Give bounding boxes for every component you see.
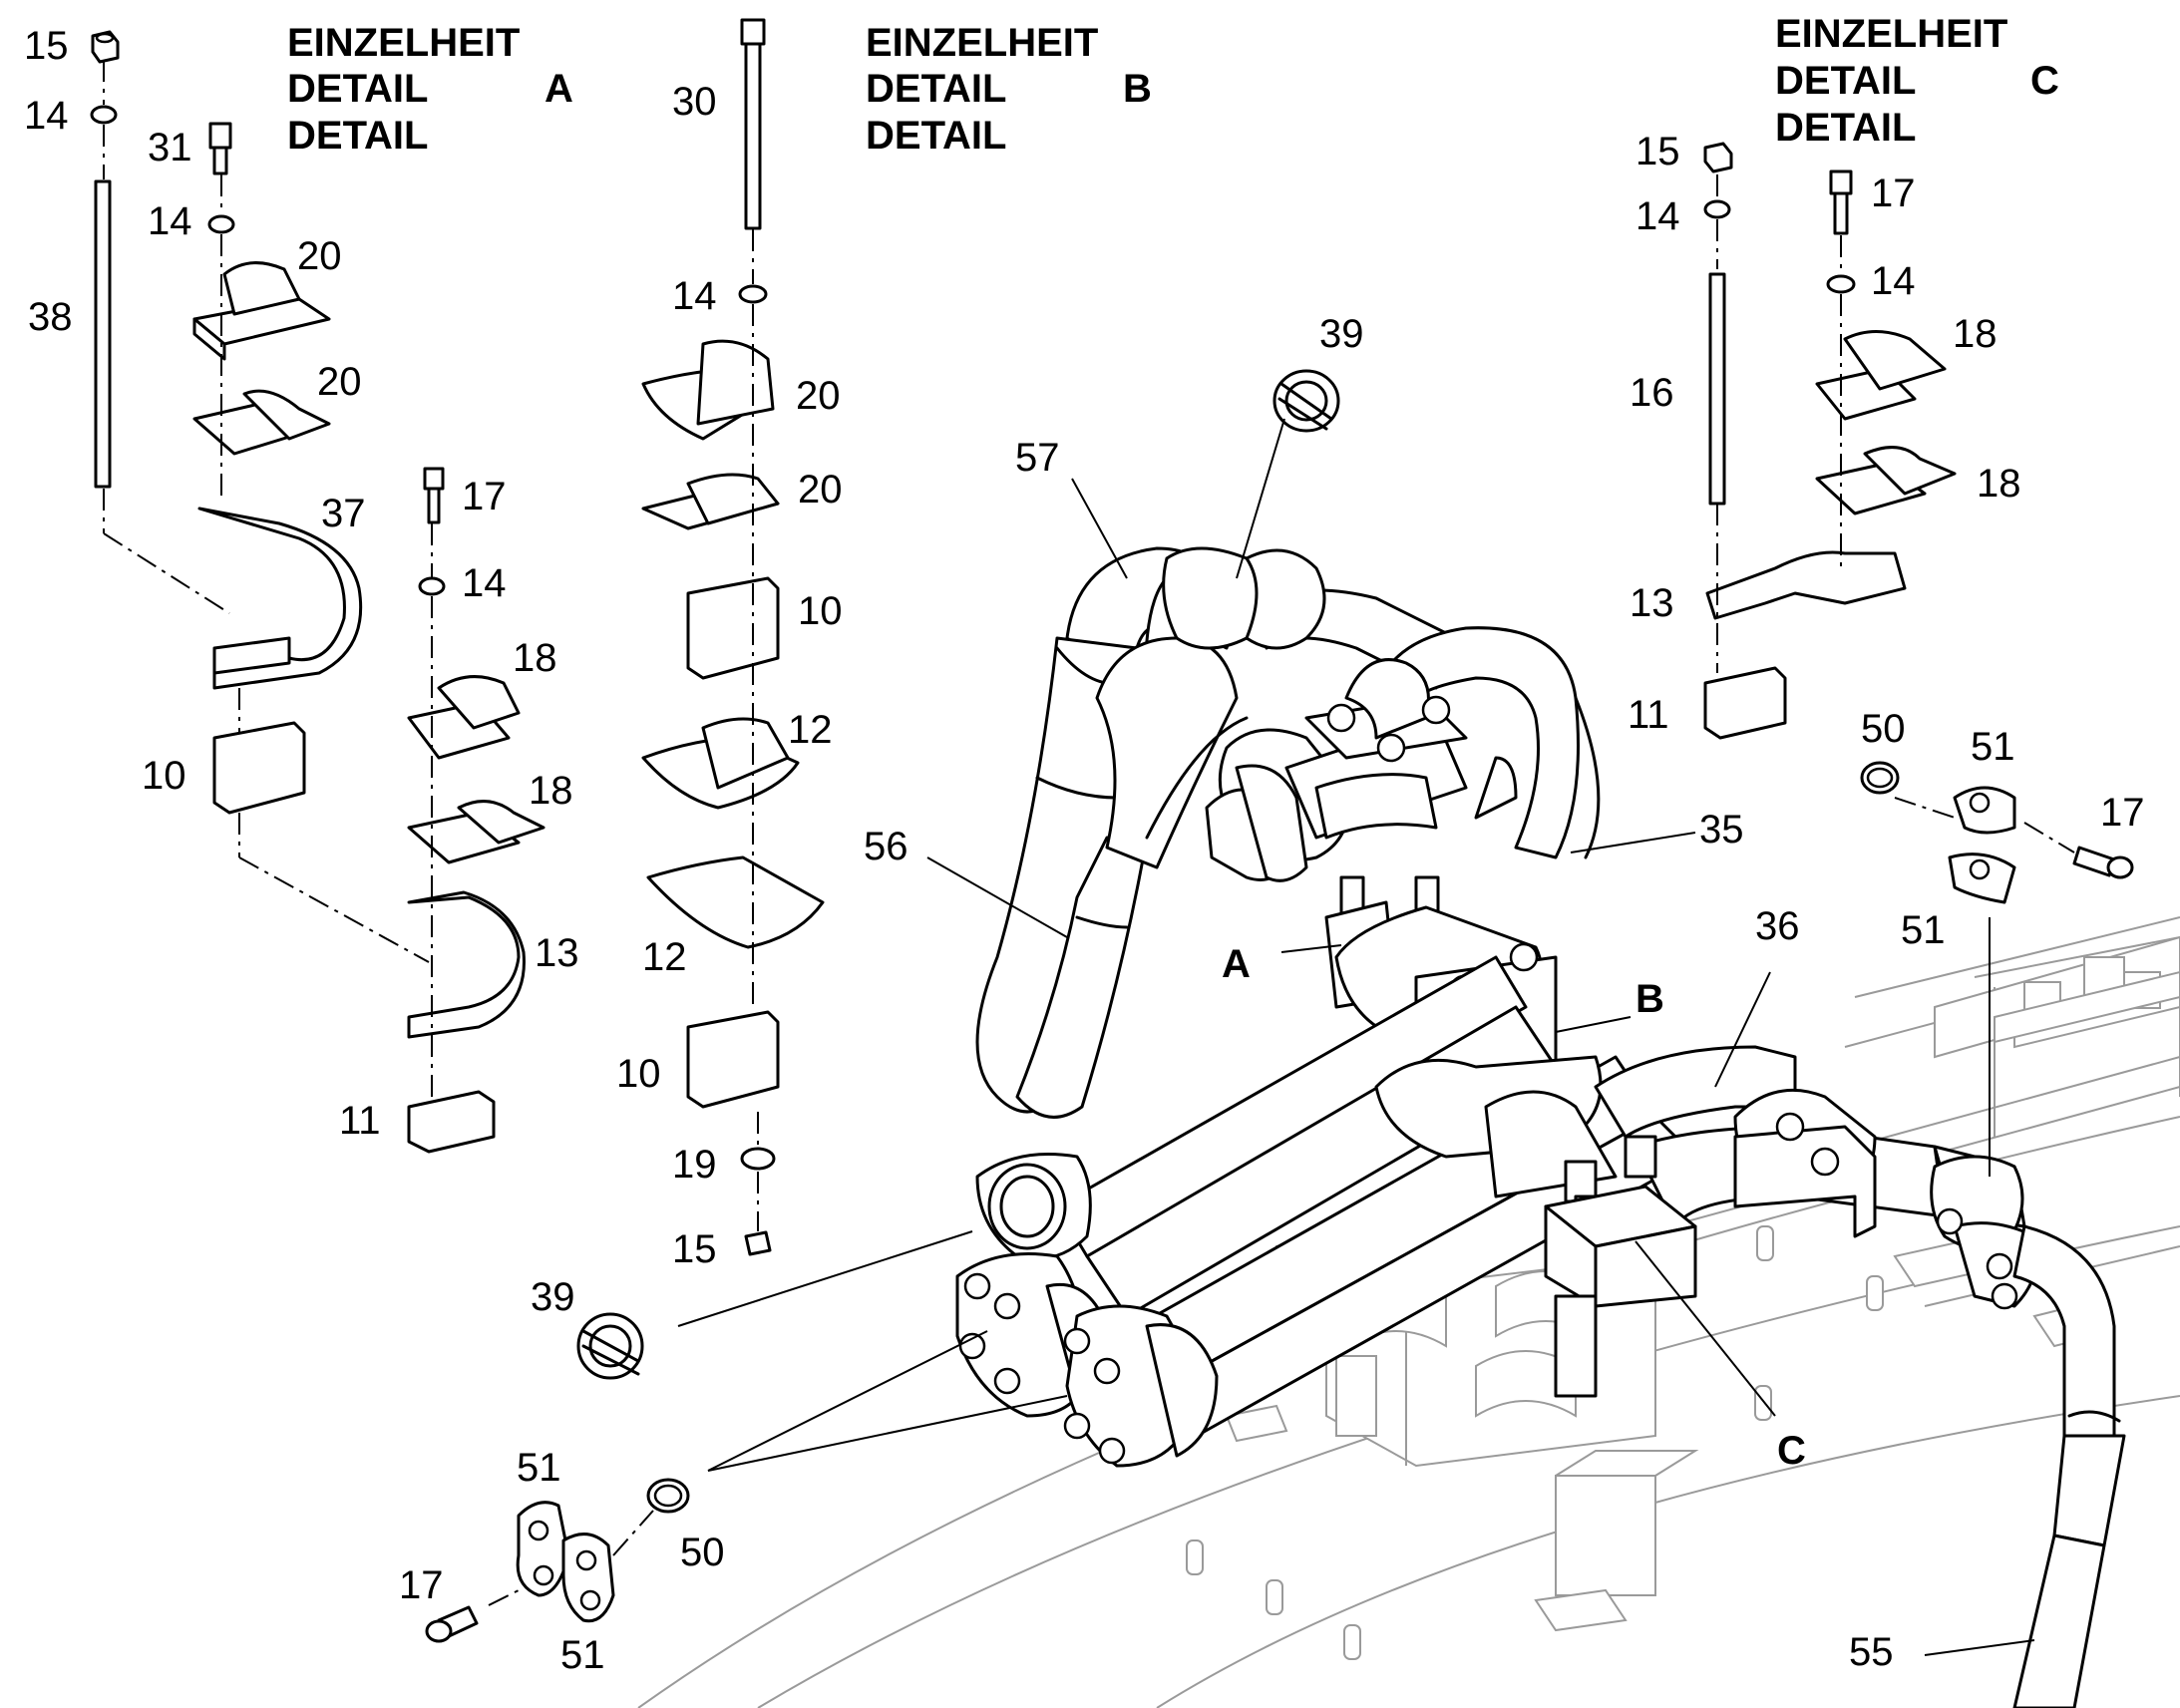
callout-51: 51 <box>517 1446 561 1490</box>
split-flange-left <box>425 1478 690 1643</box>
nut-39-left <box>576 1312 644 1380</box>
callout-12: 12 <box>788 708 833 752</box>
callout-15: 15 <box>1635 130 1680 173</box>
callout-17: 17 <box>399 1563 444 1607</box>
callout-30: 30 <box>672 80 717 124</box>
callout-57: 57 <box>1015 436 1060 480</box>
detail-c-parts <box>488 142 2075 1606</box>
callout-17: 17 <box>462 475 507 518</box>
detail-a-letter: A <box>545 67 573 111</box>
location-letter-b: B <box>1635 977 1664 1021</box>
detail-a-line2: DETAIL <box>287 67 428 111</box>
split-flange-right <box>1860 761 2134 904</box>
callout-20: 20 <box>798 468 843 512</box>
location-letter-c: C <box>1777 1429 1806 1473</box>
callout-38: 38 <box>28 295 73 339</box>
callout-11: 11 <box>1628 693 1669 737</box>
location-letter-a: A <box>1222 942 1251 986</box>
callout-56: 56 <box>864 825 908 868</box>
callout-18: 18 <box>529 769 573 813</box>
callout-15: 15 <box>672 1227 717 1271</box>
callout-36: 36 <box>1755 904 1800 948</box>
callout-39: 39 <box>1319 312 1364 356</box>
left-flange-assembly <box>955 1153 1219 1468</box>
callout-18: 18 <box>513 636 557 680</box>
callout-55: 55 <box>1849 1630 1894 1674</box>
callout-13: 13 <box>535 931 579 975</box>
detail-a-heading: EINZELHEIT DETAIL DETAIL A <box>287 21 573 158</box>
callout-14: 14 <box>1871 259 1916 303</box>
callout-17: 17 <box>2100 791 2145 835</box>
detail-location-letters: A B C <box>1222 942 1806 1473</box>
callout-18: 18 <box>1977 462 2021 506</box>
detail-b-letter: B <box>1123 67 1152 111</box>
callout-15: 15 <box>24 24 69 68</box>
callout-51: 51 <box>1901 908 1946 952</box>
detail-b-line2: DETAIL <box>866 67 1006 111</box>
callout-19: 19 <box>672 1143 717 1187</box>
callout-20: 20 <box>297 234 342 278</box>
leader-lines <box>677 418 2035 1656</box>
callout-18: 18 <box>1953 312 1998 356</box>
detail-c-heading: EINZELHEIT DETAIL DETAIL C <box>1775 12 2059 150</box>
detail-c-line3: DETAIL <box>1775 106 1916 150</box>
detail-a-parts <box>90 30 545 1154</box>
callout-10: 10 <box>616 1052 661 1096</box>
callout-20: 20 <box>317 360 362 404</box>
callout-14: 14 <box>24 94 69 138</box>
callout-35: 35 <box>1699 808 1744 852</box>
hose-assembly <box>975 546 2126 1708</box>
detail-b-line1: EINZELHEIT <box>866 21 1098 65</box>
detail-c-line2: DETAIL <box>1775 59 1916 103</box>
callout-14: 14 <box>462 561 507 605</box>
callout-31: 31 <box>148 126 192 170</box>
nut-39-top <box>1272 369 1340 433</box>
callout-11: 11 <box>339 1099 381 1143</box>
callout-14: 14 <box>672 274 717 318</box>
callout-numbers: 15 14 38 31 14 20 20 37 10 17 14 18 18 1… <box>24 24 2145 1677</box>
callout-14: 14 <box>148 199 192 243</box>
callout-17: 17 <box>1871 171 1916 215</box>
callout-51: 51 <box>1971 725 2015 769</box>
callout-12: 12 <box>642 935 687 979</box>
detail-c-line1: EINZELHEIT <box>1775 12 2007 56</box>
callout-50: 50 <box>1861 707 1906 751</box>
detail-a-line1: EINZELHEIT <box>287 21 520 65</box>
callout-39: 39 <box>531 1275 575 1319</box>
detail-b-parts <box>641 18 825 1256</box>
callout-37: 37 <box>321 492 366 535</box>
callout-20: 20 <box>796 374 841 418</box>
detail-c-letter: C <box>2030 59 2059 103</box>
callout-14: 14 <box>1635 194 1680 238</box>
callout-10: 10 <box>798 589 843 633</box>
callout-16: 16 <box>1630 371 1674 415</box>
detail-a-line3: DETAIL <box>287 114 428 158</box>
callout-10: 10 <box>142 754 186 798</box>
detail-b-heading: EINZELHEIT DETAIL DETAIL B <box>866 21 1152 158</box>
callout-50: 50 <box>680 1531 725 1574</box>
callout-13: 13 <box>1630 581 1674 625</box>
callout-51: 51 <box>560 1633 605 1677</box>
detail-b-line3: DETAIL <box>866 114 1006 158</box>
